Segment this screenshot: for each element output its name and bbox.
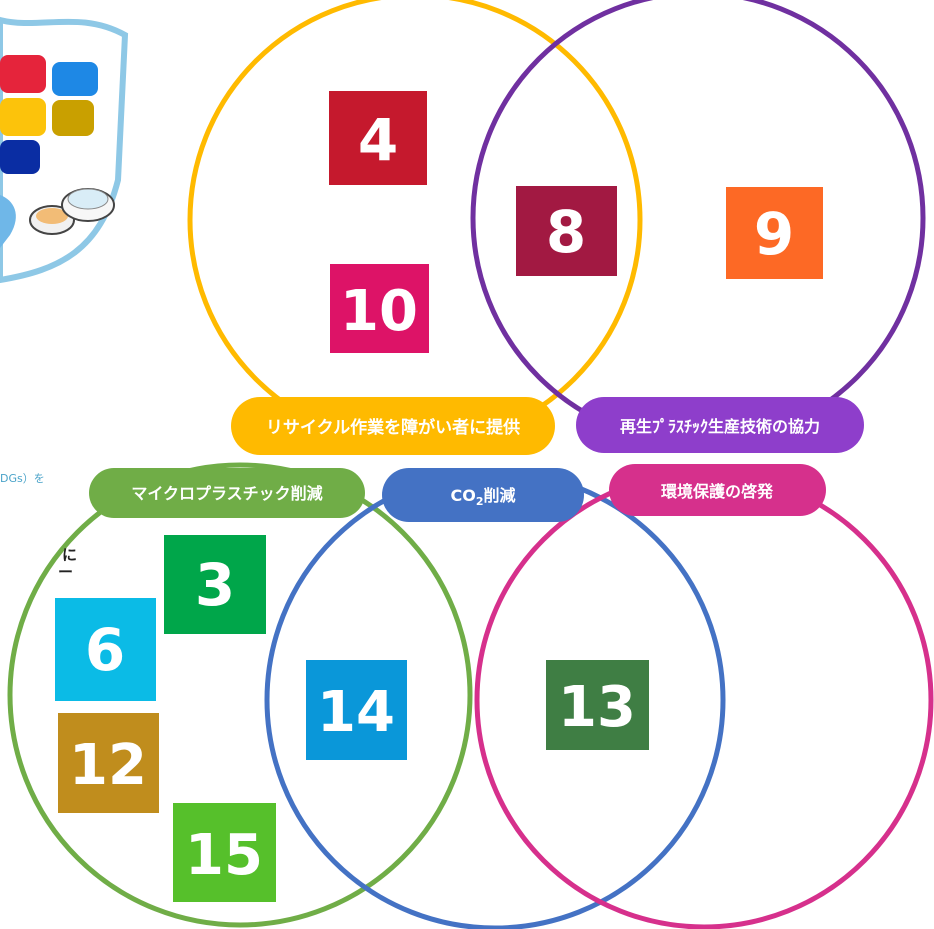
goal-9-tile: 9 bbox=[726, 187, 823, 279]
svg-text:14: 14 bbox=[317, 680, 395, 745]
goal-8-tile: 8 bbox=[516, 186, 617, 276]
cutoff-text-line-2: ー bbox=[58, 563, 74, 581]
label-recycle-work: リサイクル作業を障がい者に提供 bbox=[231, 397, 555, 455]
goal-14-tile: 14 bbox=[306, 660, 407, 760]
svg-text:4: 4 bbox=[358, 106, 398, 174]
svg-text:マイクロプラスチック削減: マイクロプラスチック削減 bbox=[131, 484, 322, 503]
goal-4-tile: 4 bbox=[329, 91, 427, 185]
svg-text:再生ﾌﾟﾗｽﾁｯｸ生産技術の協力: 再生ﾌﾟﾗｽﾁｯｸ生産技術の協力 bbox=[620, 417, 820, 436]
svg-text:9: 9 bbox=[754, 200, 794, 268]
label-environment-awareness: 環境保護の啓発 bbox=[609, 464, 826, 516]
goal-6-tile: 6 bbox=[55, 598, 156, 701]
sdgs-flag-illustration bbox=[0, 16, 129, 284]
goal-13-tile: 13 bbox=[546, 660, 649, 750]
flag-tile-navy bbox=[0, 140, 40, 174]
svg-text:環境保護の啓発: 環境保護の啓発 bbox=[661, 482, 774, 501]
flag-tile-red bbox=[0, 55, 46, 93]
svg-text:12: 12 bbox=[69, 733, 147, 798]
flag-tile-yellow bbox=[0, 98, 46, 136]
svg-text:3: 3 bbox=[195, 551, 235, 619]
flag-tile-gold bbox=[52, 100, 94, 136]
flag-tile-blue bbox=[52, 62, 98, 96]
svg-text:15: 15 bbox=[185, 823, 263, 888]
cutoff-text-line-1: に bbox=[62, 546, 78, 564]
venn-bottom-left-circle bbox=[7, 462, 473, 928]
goal-12-tile: 12 bbox=[58, 713, 159, 813]
svg-text:13: 13 bbox=[558, 675, 636, 740]
goal-15-tile: 15 bbox=[173, 803, 276, 902]
cutoff-text-lines: に ー bbox=[0, 547, 77, 581]
venn-bottom-right-circle bbox=[474, 470, 934, 929]
goal-3-tile: 3 bbox=[164, 535, 266, 634]
flag-s-shape bbox=[0, 195, 16, 248]
label-co2-reduction: CO2削減 bbox=[382, 468, 584, 522]
goal-10-tile: 10 bbox=[330, 264, 429, 353]
svg-text:8: 8 bbox=[546, 198, 586, 266]
label-recycled-plastic-tech: 再生ﾌﾟﾗｽﾁｯｸ生産技術の協力 bbox=[576, 397, 864, 453]
svg-text:6: 6 bbox=[85, 616, 125, 684]
svg-text:10: 10 bbox=[340, 279, 418, 344]
cutoff-text-sdgs: DGs）を bbox=[0, 472, 45, 485]
label-microplastic-reduction: マイクロプラスチック削減 bbox=[89, 468, 365, 518]
svg-text:リサイクル作業を障がい者に提供: リサイクル作業を障がい者に提供 bbox=[266, 417, 520, 438]
svg-text:CO2削減: CO2削減 bbox=[450, 486, 515, 508]
